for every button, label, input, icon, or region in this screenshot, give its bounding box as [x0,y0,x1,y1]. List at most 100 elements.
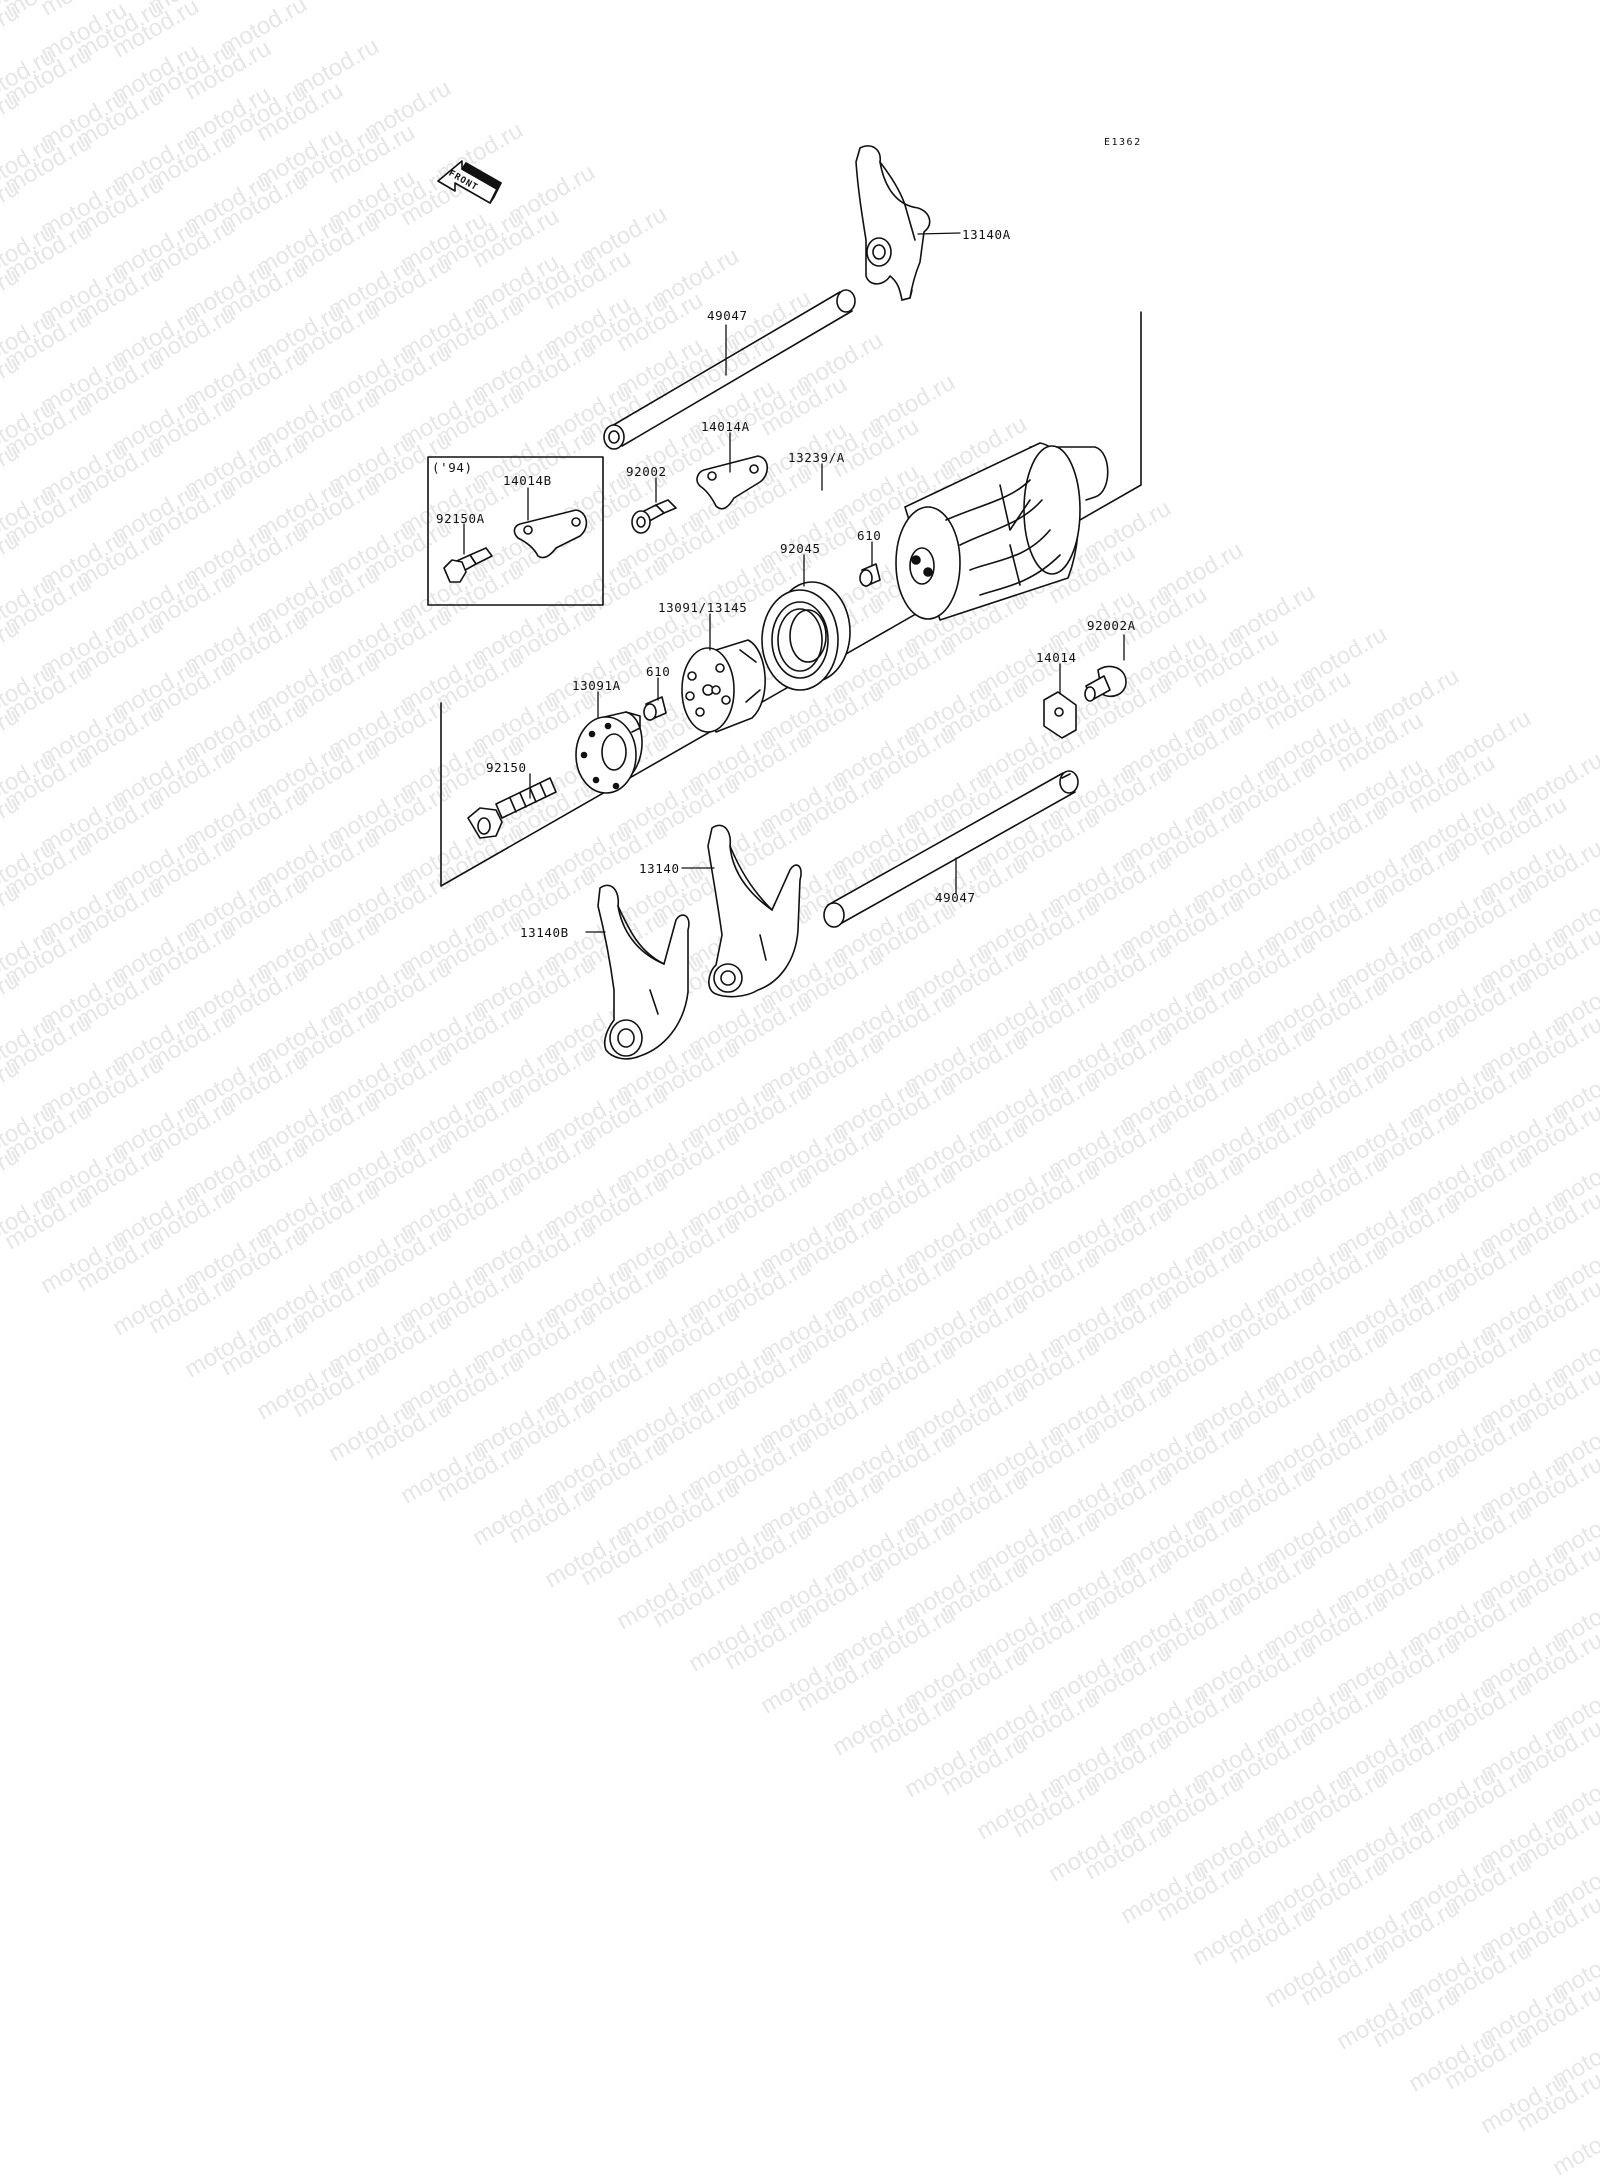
watermark-text: motod.ru [936,1642,1032,1714]
leader-lines [463,232,1125,933]
watermark-text: motod.ru [1296,1588,1392,1660]
dowel-pin-610-middle [643,696,667,721]
watermark-text: motod.ru [1440,1584,1536,1656]
watermark-text: motod.ru [1152,1856,1248,1928]
part-label-49047-top[interactable]: 49047 [707,308,748,323]
watermark-text: motod.ru [1044,1464,1140,1536]
watermark-text: motod.ru [540,1258,636,1330]
watermark-text: motod.ru [72,1226,168,1298]
watermark-text: motod.ru [1512,1538,1600,1610]
watermark-text: motod.ru [648,1386,744,1458]
part-label-13239a[interactable]: 13239/A [788,450,845,465]
watermark-text: motod.ru [1512,1362,1600,1434]
watermark-text: motod.ru [1296,1412,1392,1484]
part-label-610-upper[interactable]: 610 [857,528,882,543]
watermark-text: motod.ru [1404,1410,1500,1482]
watermark-text: motod.ru [1296,1676,1392,1748]
watermark-text: motod.ru [576,1432,672,1504]
watermark-text: motod.ru [1044,1288,1140,1360]
watermark-text: motod.ru [1404,1498,1500,1570]
watermark-text: motod.ru [756,1384,852,1456]
watermark-text: motod.ru [1260,1414,1356,1486]
part-label-13091-13145[interactable]: 13091/13145 [658,600,748,615]
watermark-text: motod.ru [612,1300,708,1372]
watermark-text: motod.ru [1224,1194,1320,1266]
watermark-text: motod.ru [432,1348,528,1420]
watermark-text: motod.ru [1116,1682,1212,1754]
stopper-plate-14014b [513,509,588,559]
watermark-text: motod.ru [1044,1376,1140,1448]
watermark-text: motod.ru [1152,1240,1248,1312]
diagram-code: E1362 [1104,137,1142,148]
part-label-14014a[interactable]: 14014A [701,419,750,434]
stopper-plate-14014a [696,455,769,510]
bolt-92150a [443,547,493,583]
watermark-text: motod.ru [1332,1192,1428,1264]
part-label-14014b[interactable]: 14014B [503,473,552,488]
watermark-text: motod.ru [144,1268,240,1340]
watermark-text: motod.ru [1332,1280,1428,1352]
watermark-text: motod.ru [1332,1720,1428,1792]
watermark-text: motod.ru [1368,1542,1464,1614]
part-label-92150a[interactable]: 92150A [436,511,485,526]
variant-label: ('94) [432,460,473,475]
part-label-13140b[interactable]: 13140B [520,925,569,940]
watermark-text: motod.ru [1296,1500,1392,1572]
watermark-text: motod.ru [1476,2068,1572,2140]
part-label-49047-bottom[interactable]: 49047 [935,890,976,905]
watermark-text: motod.ru [540,1434,636,1506]
watermark-text: motod.ru [828,1514,924,1586]
watermark-text: motod.ru [1080,1462,1176,1534]
part-label-610-middle[interactable]: 610 [646,664,671,679]
watermark-text: motod.ru [1404,1850,1500,1922]
watermark-text: motod.ru [1116,1330,1212,1402]
part-label-92150[interactable]: 92150 [486,760,527,775]
part-label-14014[interactable]: 14014 [1036,650,1077,665]
watermark-text: motod.ru [792,1382,888,1454]
part-label-92045[interactable]: 92045 [780,541,821,556]
part-label-92002a[interactable]: 92002A [1087,618,1136,633]
watermark-text: motod.ru [1260,1766,1356,1838]
watermark-text: motod.ru [324,1220,420,1292]
watermark-text: motod.ru [1008,1596,1104,1668]
watermark-text: motod.ru [1008,1420,1104,1492]
watermark-text: motod.ru [1188,1724,1284,1796]
watermark-text: motod.ru [1260,1942,1356,2014]
watermark-text: motod.ru [1296,1324,1392,1396]
watermark-text: motod.ru [1548,1582,1600,1654]
part-label-13091a[interactable]: 13091A [572,678,621,693]
watermark-text: motod.ru [1548,1494,1600,1566]
watermark-text: motod.ru [504,1390,600,1462]
watermark-text: motod.ru [1512,1802,1600,1874]
watermark-text: motod.ru [1440,1496,1536,1568]
watermark-text: motod.ru [288,1352,384,1424]
watermark-text: motod.ru [360,1218,456,1290]
watermark-text: motod.ru [1080,1374,1176,1446]
watermark-text: motod.ru [1224,1634,1320,1706]
watermark-text: motod.ru [1188,1636,1284,1708]
watermark-text: motod.ru [648,1474,744,1546]
watermark-text: motod.ru [1152,1768,1248,1840]
watermark-text: motod.ru [1224,1722,1320,1794]
part-label-92002[interactable]: 92002 [626,464,667,479]
watermark-text: motod.ru [1008,1332,1104,1404]
watermark-text: motod.ru [1476,1716,1572,1788]
watermark-text: motod.ru [864,1688,960,1760]
watermark-text: motod.ru [684,1430,780,1502]
watermark-text: motod.ru [1188,1372,1284,1444]
watermark-text: motod.ru [1548,1934,1600,2006]
variant-box [427,456,604,606]
watermark-text: motod.ru [828,1690,924,1762]
watermark-text: motod.ru [972,1246,1068,1318]
watermark-text: motod.ru [1188,1460,1284,1532]
shift-fork-13140 [707,824,802,998]
watermark-text: motod.ru [1224,1370,1320,1442]
watermark-text: motod.ru [1476,1364,1572,1436]
part-label-13140[interactable]: 13140 [639,861,680,876]
watermark-text: motod.ru [252,1266,348,1338]
watermark-text: motod.ru [828,1426,924,1498]
watermark-text: motod.ru [756,1208,852,1280]
watermark-text: motod.ru [1368,1806,1464,1878]
shift-fork-13140a [855,145,931,301]
part-label-13140a[interactable]: 13140A [962,227,1011,242]
